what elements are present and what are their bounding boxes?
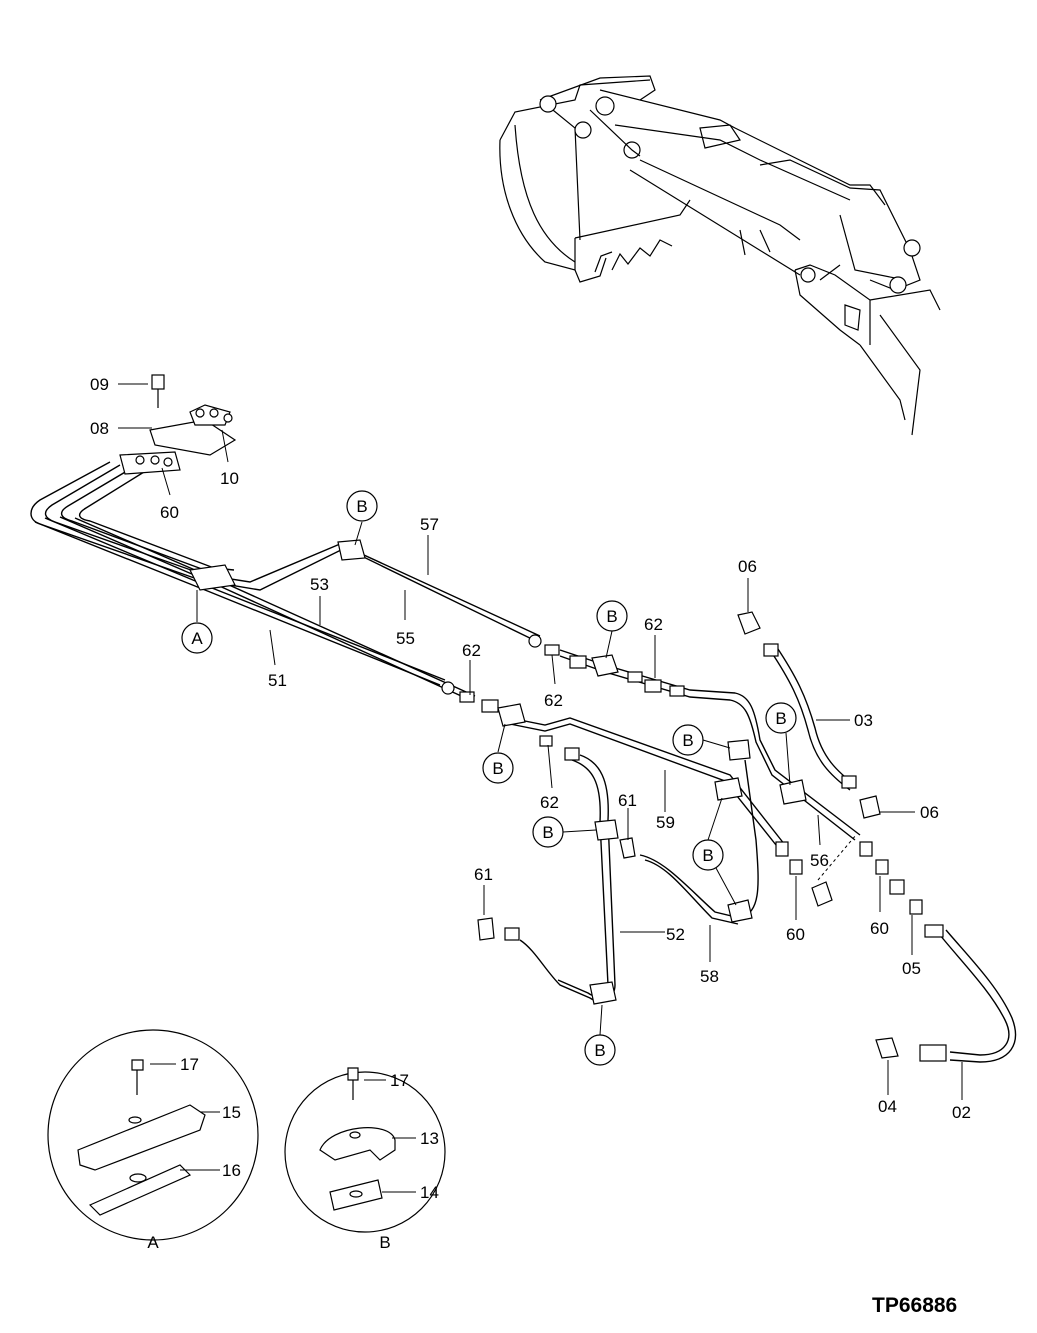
detail-view-a-label: A bbox=[147, 1233, 159, 1252]
callout-51: 51 bbox=[268, 671, 287, 690]
callout-08: 08 bbox=[90, 419, 109, 438]
svg-text:B: B bbox=[594, 1041, 605, 1060]
callout-62: 62 bbox=[544, 691, 563, 710]
detail-view-a: A bbox=[47, 1029, 259, 1252]
svg-text:B: B bbox=[356, 497, 367, 516]
svg-text:B: B bbox=[775, 709, 786, 728]
detail-marker-b-4: B bbox=[672, 724, 731, 756]
callout-13: 13 bbox=[420, 1129, 439, 1148]
svg-text:B: B bbox=[606, 607, 617, 626]
svg-text:B: B bbox=[702, 846, 713, 865]
detail-marker-a-main: A bbox=[181, 590, 213, 654]
detail-marker-b-7: B bbox=[692, 797, 737, 906]
detail-marker-b-5: B bbox=[765, 702, 797, 786]
pipe-runs bbox=[30, 461, 1017, 1063]
svg-text:B: B bbox=[682, 731, 693, 750]
callout-03: 03 bbox=[854, 711, 873, 730]
callout-02: 02 bbox=[952, 1103, 971, 1122]
callout-17: 17 bbox=[180, 1055, 199, 1074]
detail-marker-b-1: B bbox=[346, 490, 378, 546]
callout-52: 52 bbox=[666, 925, 685, 944]
callout-60: 60 bbox=[160, 503, 179, 522]
callout-16: 16 bbox=[222, 1161, 241, 1180]
callout-62: 62 bbox=[644, 615, 663, 634]
callout-numbers: 09 08 10 60 57 53 55 51 62 62 62 62 06 0… bbox=[90, 375, 971, 1202]
excavator-boom-illustration bbox=[499, 75, 941, 436]
callout-60: 60 bbox=[786, 925, 805, 944]
callout-04: 04 bbox=[878, 1097, 897, 1116]
callout-17: 17 bbox=[390, 1071, 409, 1090]
detail-marker-b-3: B bbox=[482, 723, 514, 784]
detail-view-b-label: B bbox=[379, 1233, 390, 1252]
detail-marker-b-6: B bbox=[532, 816, 597, 848]
leader-lines bbox=[118, 383, 963, 1100]
callout-05: 05 bbox=[902, 959, 921, 978]
callout-57: 57 bbox=[420, 515, 439, 534]
detail-view-b: B bbox=[284, 1067, 446, 1252]
callout-62: 62 bbox=[462, 641, 481, 660]
svg-text:A: A bbox=[191, 629, 203, 648]
callout-06: 06 bbox=[738, 557, 757, 576]
callout-62: 62 bbox=[540, 793, 559, 812]
svg-text:B: B bbox=[542, 823, 553, 842]
callout-14: 14 bbox=[420, 1183, 439, 1202]
svg-text:B: B bbox=[492, 759, 503, 778]
callout-15: 15 bbox=[222, 1103, 241, 1122]
detail-markers: A B B B B B B bbox=[181, 490, 797, 1066]
fittings bbox=[119, 374, 947, 1062]
callout-56: 56 bbox=[810, 851, 829, 870]
callout-61: 61 bbox=[474, 865, 493, 884]
detail-marker-b-8: B bbox=[584, 1004, 616, 1066]
callout-58: 58 bbox=[700, 967, 719, 986]
callout-59: 59 bbox=[656, 813, 675, 832]
callout-10: 10 bbox=[220, 469, 239, 488]
callout-55: 55 bbox=[396, 629, 415, 648]
drawing-id: TP66886 bbox=[872, 1294, 957, 1317]
callout-06: 06 bbox=[920, 803, 939, 822]
callout-61: 61 bbox=[618, 791, 637, 810]
detail-marker-b-2: B bbox=[596, 600, 628, 659]
callout-53: 53 bbox=[310, 575, 329, 594]
callout-60: 60 bbox=[870, 919, 889, 938]
callout-09: 09 bbox=[90, 375, 109, 394]
